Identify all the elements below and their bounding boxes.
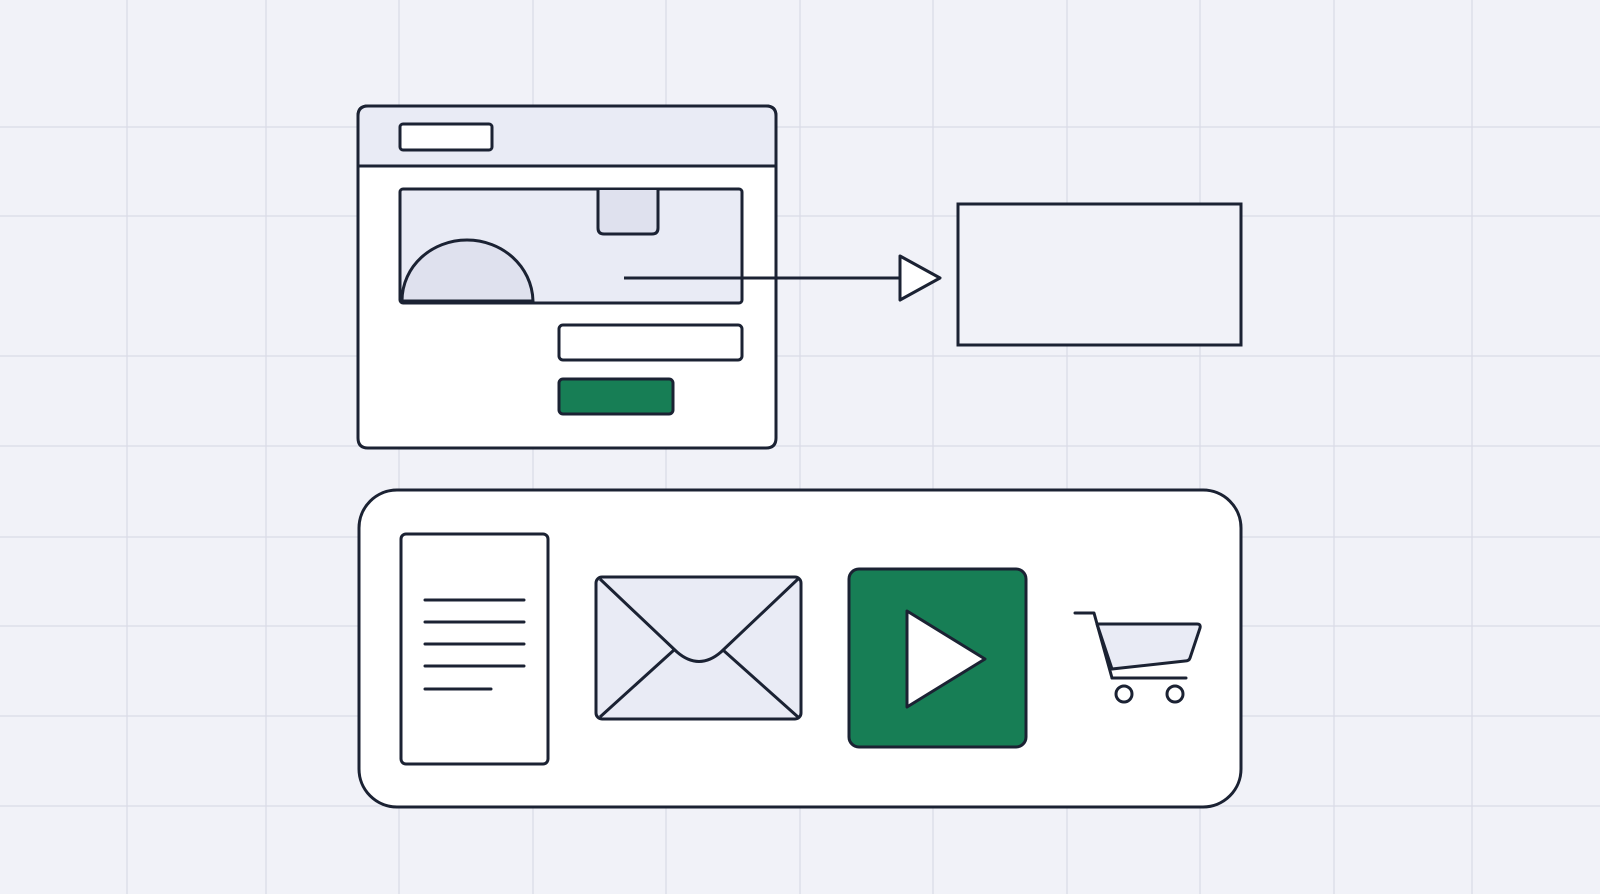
shopping-cart-icon bbox=[1073, 611, 1202, 704]
cart-wheel-left bbox=[1114, 684, 1134, 704]
document-page bbox=[399, 532, 550, 766]
envelope-left-fold bbox=[598, 648, 676, 719]
arrow-head bbox=[898, 254, 942, 302]
play-triangle bbox=[905, 609, 987, 709]
envelope-icon bbox=[594, 575, 803, 721]
cart-wheel-right bbox=[1165, 684, 1185, 704]
arrow-right-icon bbox=[624, 254, 942, 302]
hero-mountain-shape bbox=[400, 238, 535, 303]
document-text-lines bbox=[423, 598, 526, 691]
envelope-body bbox=[594, 575, 803, 721]
cart-basket bbox=[1095, 622, 1202, 671]
envelope-flap bbox=[598, 577, 800, 663]
document-icon bbox=[399, 532, 550, 766]
hero-tab-shape bbox=[596, 190, 660, 236]
text-input-placeholder bbox=[557, 323, 744, 362]
empty-output-box bbox=[956, 202, 1243, 347]
title-bar-pill bbox=[398, 122, 494, 152]
play-icon bbox=[847, 567, 1028, 749]
primary-button-placeholder bbox=[557, 377, 675, 416]
icon-tray bbox=[357, 488, 1243, 809]
wireframe-window bbox=[356, 104, 778, 450]
hero-image-placeholder bbox=[398, 187, 744, 305]
envelope-right-fold bbox=[722, 648, 799, 719]
cart-handle bbox=[1073, 611, 1114, 680]
